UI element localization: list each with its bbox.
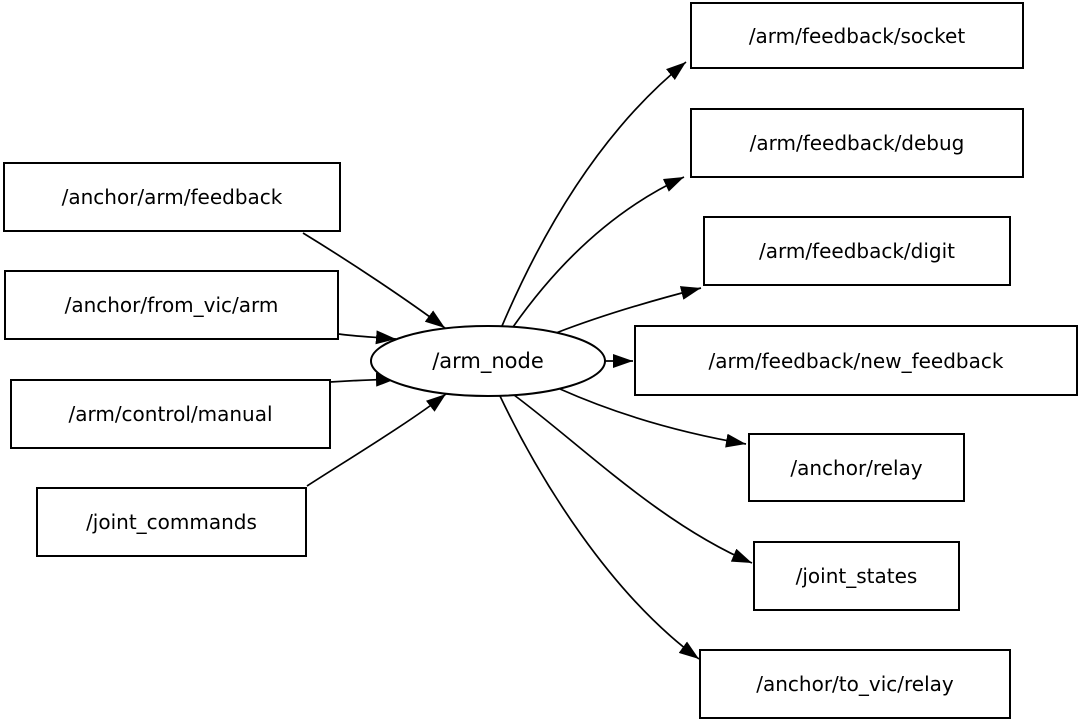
- topic-joint-states: /joint_states: [753, 541, 960, 611]
- topic-anchor-to-vic-relay: /anchor/to_vic/relay: [699, 649, 1011, 719]
- edge-arm-node-to-arm-feedback-debug: [512, 176, 685, 328]
- topic-arm-control-manual: /arm/control/manual: [10, 379, 331, 449]
- edge-joint-commands-to-arm-node: [306, 393, 447, 487]
- topic-anchor-relay: /anchor/relay: [748, 433, 965, 502]
- topic-arm-feedback-new-feedback: /arm/feedback/new_feedback: [634, 325, 1078, 396]
- topic-label: /arm/feedback/debug: [749, 131, 965, 155]
- edge-anchor-from-vic-arm-to-arm-node: [338, 330, 397, 345]
- topic-arm-feedback-digit: /arm/feedback/digit: [703, 216, 1011, 286]
- topic-label: /anchor/arm/feedback: [61, 185, 283, 209]
- topic-label: /anchor/to_vic/relay: [756, 672, 954, 696]
- topic-label: /arm/feedback/new_feedback: [708, 348, 1004, 373]
- edge-arm-node-to-arm-feedback-socket: [501, 61, 687, 327]
- topic-arm-feedback-debug: /arm/feedback/debug: [690, 108, 1024, 178]
- node-ellipse-arm-node: [370, 325, 606, 397]
- edge-arm-node-to-anchor-to-vic-relay: [499, 395, 700, 660]
- topic-label: /joint_states: [795, 564, 918, 588]
- topic-arm-feedback-socket: /arm/feedback/socket: [690, 2, 1024, 69]
- topic-anchor-arm-feedback: /anchor/arm/feedback: [3, 162, 341, 232]
- topic-label: /arm/feedback/digit: [758, 239, 956, 263]
- topic-anchor-from-vic-arm: /anchor/from_vic/arm: [4, 270, 339, 340]
- topic-label: /joint_commands: [86, 510, 257, 534]
- edge-arm-node-to-anchor-relay: [559, 388, 747, 448]
- topic-label: /anchor/relay: [790, 455, 923, 480]
- edge-arm-node-to-joint-states: [513, 394, 753, 564]
- edge-arm-node-to-arm-feedback-digit: [555, 286, 702, 334]
- topic-joint-commands: /joint_commands: [36, 487, 307, 557]
- topic-label: /arm/control/manual: [68, 402, 273, 426]
- edge-anchor-arm-feedback-to-arm-node: [302, 232, 446, 329]
- topic-label: /anchor/from_vic/arm: [64, 293, 279, 317]
- topic-label: /arm/feedback/socket: [748, 23, 966, 48]
